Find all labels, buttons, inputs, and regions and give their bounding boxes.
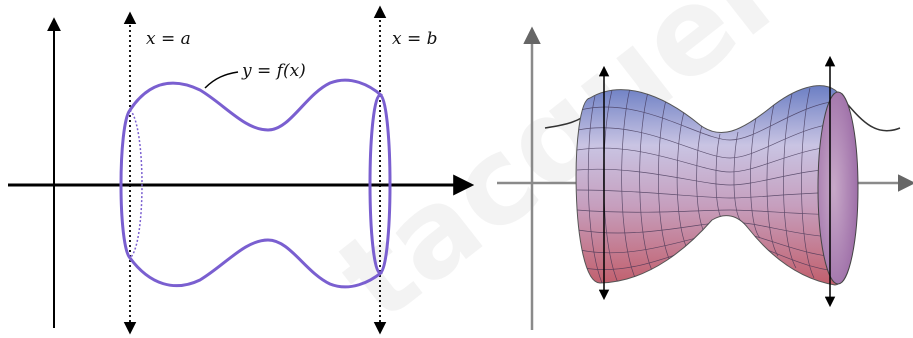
- right-panel: [497, 26, 913, 330]
- ellipse-a-front: [119, 109, 132, 260]
- curve-label-pointer: [204, 71, 239, 89]
- curve-lower: [128, 238, 383, 289]
- label-y-equals-f-x: y = f(x): [241, 61, 306, 81]
- left-panel: x = a x = b y = f(x): [8, 5, 475, 335]
- label-x-equals-b: x = b: [392, 29, 438, 49]
- ellipse-a-back: [129, 109, 143, 259]
- label-x-equals-a: x = a: [146, 29, 191, 49]
- surface-of-revolution: [575, 85, 854, 286]
- ellipse-b: [368, 93, 392, 275]
- curve-upper: [128, 78, 384, 132]
- surface-end-cap: [817, 91, 859, 285]
